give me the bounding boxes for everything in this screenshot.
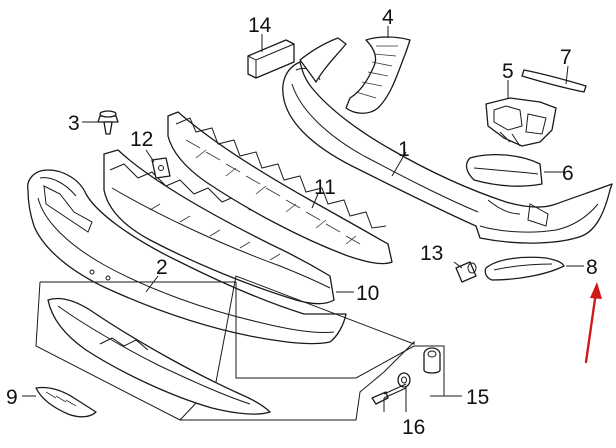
inset-group xyxy=(35,275,415,421)
callout-3: 3 xyxy=(68,112,80,135)
callout-12: 12 xyxy=(130,128,153,151)
clip-12-part xyxy=(151,157,171,179)
callout-2: 2 xyxy=(156,256,168,279)
callout-1: 1 xyxy=(398,138,410,161)
callout-16: 16 xyxy=(402,416,425,439)
small-bracket-9-part xyxy=(35,386,97,418)
callout-4: 4 xyxy=(382,6,394,29)
side-bracket-part xyxy=(345,36,411,114)
bumper-cover-part xyxy=(282,37,613,244)
plug-part xyxy=(455,261,477,283)
red-arrow-icon xyxy=(584,282,602,364)
callout-15: 15 xyxy=(466,386,489,409)
callout-11: 11 xyxy=(314,176,336,199)
fastener-set-part xyxy=(371,347,441,405)
callout-10: 10 xyxy=(356,282,379,305)
mount-bracket-part xyxy=(485,97,557,147)
callout-labels: 1 2 3 4 5 6 7 8 9 10 11 12 13 14 15 16 xyxy=(6,6,598,439)
callout-9: 9 xyxy=(6,386,18,409)
push-pin-part xyxy=(97,110,119,135)
energy-absorber-part xyxy=(103,149,335,305)
side-bracket-lower-part xyxy=(465,154,543,187)
trim-strip-part xyxy=(521,69,587,93)
reflector-part xyxy=(484,256,565,281)
callout-5: 5 xyxy=(502,60,514,83)
lower-valance-part xyxy=(27,169,347,345)
callout-8: 8 xyxy=(586,256,598,279)
callout-14: 14 xyxy=(248,14,272,37)
leader-lines xyxy=(22,26,584,412)
foam-block-part xyxy=(247,39,295,79)
callout-6: 6 xyxy=(562,162,574,185)
callout-13: 13 xyxy=(420,242,443,265)
callout-7: 7 xyxy=(560,46,572,69)
reinforcement-part xyxy=(167,111,393,265)
